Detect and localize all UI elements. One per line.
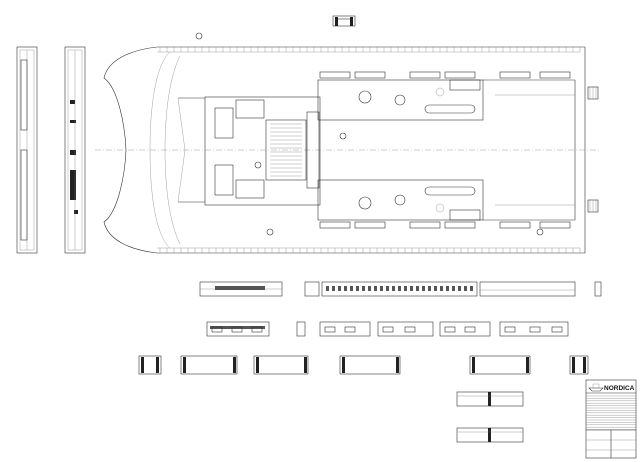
section-post [526, 357, 529, 373]
window-mark [356, 286, 359, 291]
window-mark [440, 286, 443, 291]
window-mark [398, 286, 401, 291]
section-post [256, 357, 259, 373]
seat-row [499, 221, 531, 229]
window-mark [211, 326, 223, 333]
seat-row [319, 71, 351, 79]
window-mark [344, 286, 347, 291]
seat-row [539, 221, 571, 229]
seat-row [499, 71, 531, 79]
window-mark [446, 286, 449, 291]
window-mark [416, 286, 419, 291]
long-elevation-1 [199, 281, 602, 297]
top-detail-elevation [332, 15, 356, 27]
window-mark [332, 286, 335, 291]
window-mark [444, 326, 456, 333]
window-mark [362, 286, 365, 291]
window-mark [428, 286, 431, 291]
seat-row [539, 71, 571, 79]
window-mark [386, 286, 389, 291]
window-mark [231, 326, 243, 333]
window-mark [464, 326, 476, 333]
window-mark [458, 286, 461, 291]
window-mark [410, 286, 413, 291]
seat-row [409, 71, 441, 79]
seat-row [354, 71, 386, 79]
window-mark [404, 326, 416, 333]
seat-row [444, 71, 476, 79]
window-mark [470, 286, 473, 291]
window-mark [324, 326, 336, 333]
ship-logo-icon [588, 383, 604, 392]
side-elevation-right [64, 46, 86, 254]
window-mark [344, 326, 356, 333]
section-post [304, 357, 307, 373]
seat-row [354, 221, 386, 229]
window-mark [404, 286, 407, 291]
window-mark [251, 326, 263, 333]
section-views [138, 355, 589, 375]
window-mark [551, 326, 563, 333]
window-mark [350, 286, 353, 291]
window-mark [452, 286, 455, 291]
section-post [183, 357, 186, 373]
window-mark [529, 326, 541, 333]
window-mark [434, 286, 437, 291]
title-block [585, 379, 637, 459]
window-mark [464, 286, 467, 291]
window-mark [504, 326, 516, 333]
window-mark [382, 326, 394, 333]
section-post [472, 357, 475, 373]
window-mark [380, 286, 383, 291]
window-mark [326, 286, 329, 291]
section-post [396, 357, 399, 373]
seat-row [319, 221, 351, 229]
main-deck-plan [95, 32, 600, 254]
section-post [342, 357, 345, 373]
side-elevation-left [16, 46, 38, 254]
window-mark [338, 286, 341, 291]
seat-row [409, 221, 441, 229]
detail-views [456, 391, 524, 443]
window-mark [368, 286, 371, 291]
brand-name: NORDICA [604, 385, 635, 392]
window-mark [374, 286, 377, 291]
long-elevation-2 [206, 321, 569, 337]
seat-row [444, 221, 476, 229]
window-mark [422, 286, 425, 291]
window-mark [392, 286, 395, 291]
section-post [233, 357, 236, 373]
